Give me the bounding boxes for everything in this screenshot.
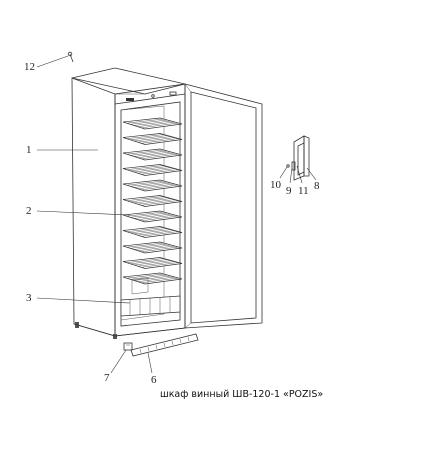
callout-2: 2 — [26, 205, 32, 217]
wire-shelf — [122, 272, 183, 285]
wire-shelf — [122, 164, 183, 176]
wire-shelf — [122, 210, 183, 223]
callout-7: 7 — [104, 372, 110, 384]
wire-shelf — [122, 195, 183, 207]
wire-shelf — [122, 226, 183, 238]
wire-shelf — [122, 241, 183, 254]
bottom-compartment — [120, 277, 181, 317]
grille-bracket — [123, 342, 133, 351]
callout-12: 12 — [24, 61, 35, 73]
callout-6: 6 — [151, 374, 157, 386]
wire-shelf — [122, 257, 183, 269]
callout-3: 3 — [26, 292, 32, 304]
brand-badge — [126, 98, 134, 101]
callout-1: 1 — [26, 144, 32, 156]
wire-shelf — [122, 117, 183, 130]
callout-10: 10 — [270, 179, 281, 191]
handle-screw — [286, 164, 290, 168]
foot-front-right — [113, 334, 117, 339]
screw-part — [67, 51, 74, 63]
cabinet-body — [71, 67, 186, 339]
callout-11: 11 — [298, 185, 309, 197]
leader-lines — [36, 55, 317, 374]
callout-9: 9 — [286, 185, 292, 197]
wire-shelf — [122, 133, 183, 145]
callout-8: 8 — [314, 180, 320, 192]
bottom-grille — [130, 333, 199, 357]
wire-shelf — [122, 148, 183, 161]
wire-shelf — [122, 179, 183, 192]
diagram-caption: шкаф винный ШВ-120-1 «POZIS» — [160, 389, 324, 400]
handle-insert — [291, 161, 296, 171]
display-window — [169, 91, 177, 96]
control-knob — [151, 94, 155, 98]
handle-detail — [286, 135, 310, 181]
shelf-stack — [122, 117, 183, 285]
open-door — [184, 83, 263, 329]
